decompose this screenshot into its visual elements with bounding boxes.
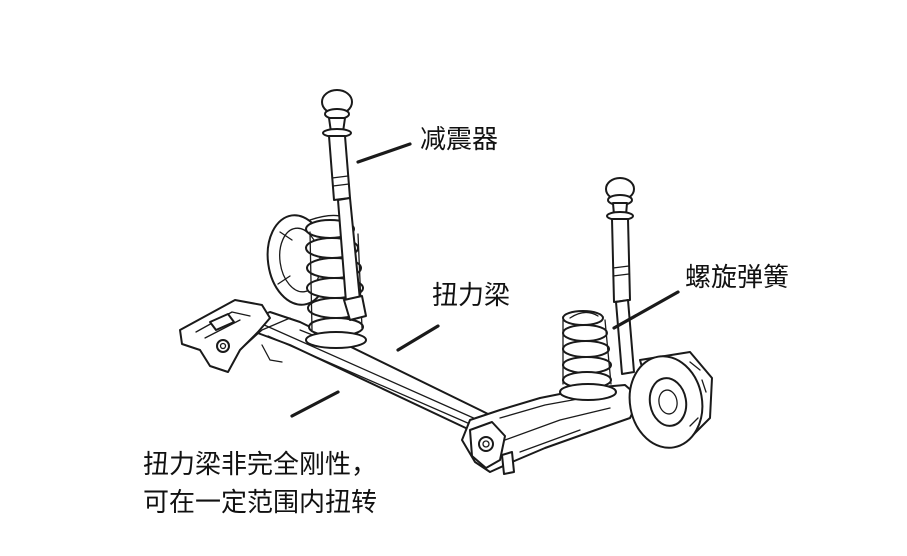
right-coil-spring bbox=[559, 310, 617, 401]
torsion-beam-label: 扭力梁 bbox=[432, 281, 511, 311]
torsion-note: 扭力梁非完全刚性， 可在一定范围内扭转 bbox=[143, 446, 377, 522]
coil-spring-leader-line bbox=[612, 290, 680, 330]
left-shock-absorber bbox=[321, 89, 367, 321]
left-trailing-arm bbox=[179, 299, 291, 373]
torsion-beam-leader-line bbox=[396, 324, 440, 352]
shock-absorber-label: 减震器 bbox=[420, 125, 499, 155]
right-shock-absorber bbox=[605, 177, 635, 375]
note-leader-line bbox=[290, 390, 340, 418]
torsion-note-line-2: 可在一定范围内扭转 bbox=[143, 488, 378, 518]
right-wheel-hub bbox=[628, 351, 713, 449]
torsion-note-line-1: 扭力梁非完全刚性， bbox=[143, 450, 378, 480]
coil-spring-label: 螺旋弹簧 bbox=[685, 263, 790, 293]
shock-absorber-leader-line bbox=[356, 142, 412, 164]
right-trailing-arm bbox=[461, 384, 641, 475]
